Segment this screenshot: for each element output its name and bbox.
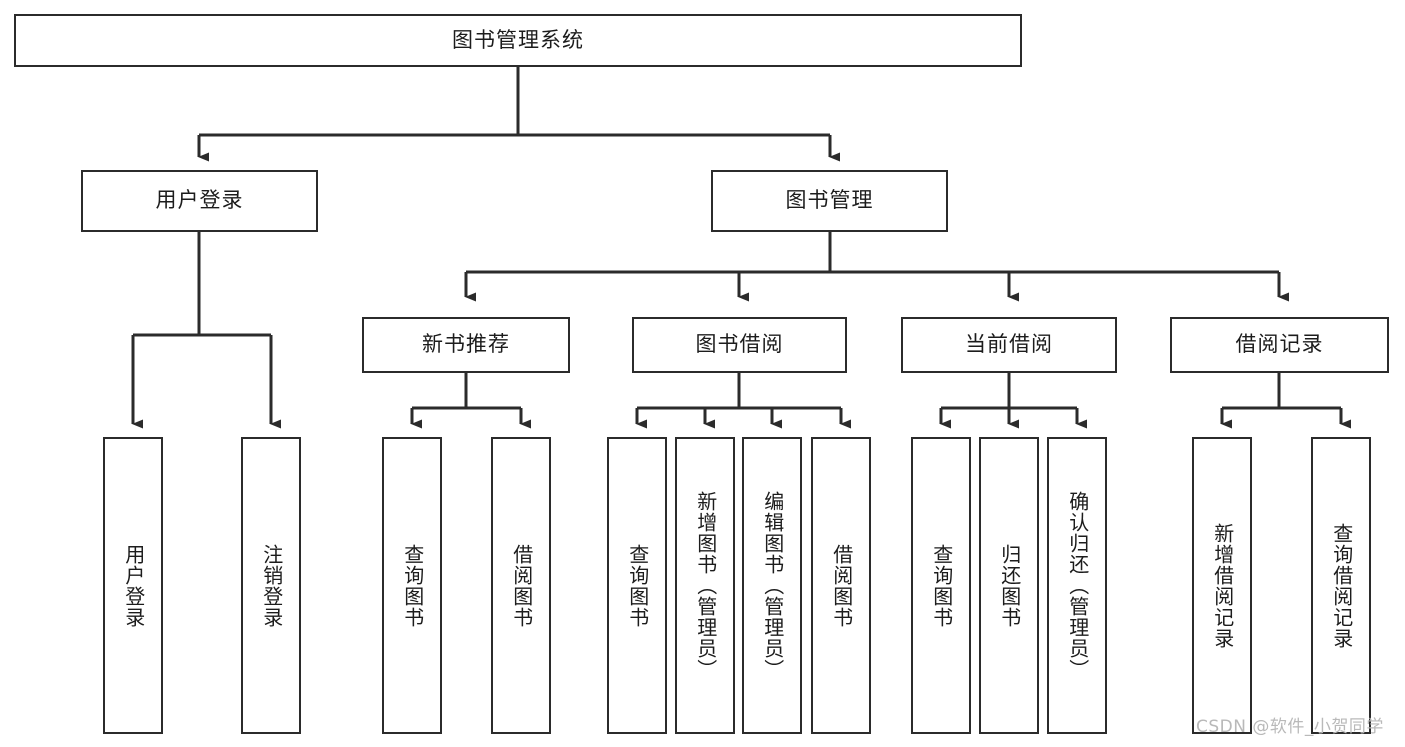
node-current-borrow[interactable]: 当前借阅 (901, 317, 1117, 373)
leaf-borrow-book-recommend-label: 借阅图书 (509, 543, 534, 628)
node-borrow-record[interactable]: 借阅记录 (1170, 317, 1389, 373)
leaf-query-book-current-label: 查询图书 (929, 543, 954, 628)
leaf-logout[interactable]: 注销登录 (241, 437, 301, 734)
leaf-query-borrow-record[interactable]: 查询借阅记录 (1311, 437, 1371, 734)
leaf-add-book-admin-label: 新增图书（管理员） (693, 491, 718, 680)
leaf-confirm-return-admin[interactable]: 确认归还（管理员） (1047, 437, 1107, 734)
node-root-label: 图书管理系统 (452, 27, 584, 52)
leaf-add-borrow-record-label: 新增借阅记录 (1210, 522, 1235, 649)
leaf-query-book-recommend[interactable]: 查询图书 (382, 437, 442, 734)
node-user-login-label: 用户登录 (155, 188, 244, 213)
node-current-borrow-label: 当前借阅 (965, 332, 1053, 357)
leaf-add-borrow-record[interactable]: 新增借阅记录 (1192, 437, 1252, 734)
watermark-text: CSDN @软件_小贺同学 (1196, 717, 1384, 737)
leaf-query-book-current[interactable]: 查询图书 (911, 437, 971, 734)
leaf-logout-label: 注销登录 (259, 543, 284, 628)
node-book-management[interactable]: 图书管理 (711, 170, 948, 232)
leaf-query-book-recommend-label: 查询图书 (400, 543, 425, 628)
node-book-borrow[interactable]: 图书借阅 (632, 317, 847, 373)
leaf-return-book-label: 归还图书 (997, 543, 1022, 628)
node-book-borrow-label: 图书借阅 (695, 332, 784, 357)
leaf-query-book-borrow[interactable]: 查询图书 (607, 437, 667, 734)
node-book-management-label: 图书管理 (785, 188, 874, 213)
node-new-book-recommend[interactable]: 新书推荐 (362, 317, 570, 373)
leaf-user-login[interactable]: 用户登录 (103, 437, 163, 734)
leaf-edit-book-admin[interactable]: 编辑图书（管理员） (742, 437, 802, 734)
leaf-borrow-book-label: 借阅图书 (829, 543, 854, 628)
leaf-return-book[interactable]: 归还图书 (979, 437, 1039, 734)
leaf-edit-book-admin-label: 编辑图书（管理员） (760, 491, 785, 680)
node-borrow-record-label: 借阅记录 (1235, 332, 1324, 357)
leaf-query-borrow-record-label: 查询借阅记录 (1329, 522, 1354, 649)
leaf-user-login-label: 用户登录 (121, 543, 146, 628)
leaf-borrow-book[interactable]: 借阅图书 (811, 437, 871, 734)
leaf-confirm-return-admin-label: 确认归还（管理员） (1065, 491, 1090, 680)
node-new-book-recommend-label: 新书推荐 (422, 332, 510, 357)
leaf-borrow-book-recommend[interactable]: 借阅图书 (491, 437, 551, 734)
node-root[interactable]: 图书管理系统 (14, 14, 1022, 67)
node-user-login[interactable]: 用户登录 (81, 170, 318, 232)
leaf-query-book-borrow-label: 查询图书 (625, 543, 650, 628)
leaf-add-book-admin[interactable]: 新增图书（管理员） (675, 437, 735, 734)
